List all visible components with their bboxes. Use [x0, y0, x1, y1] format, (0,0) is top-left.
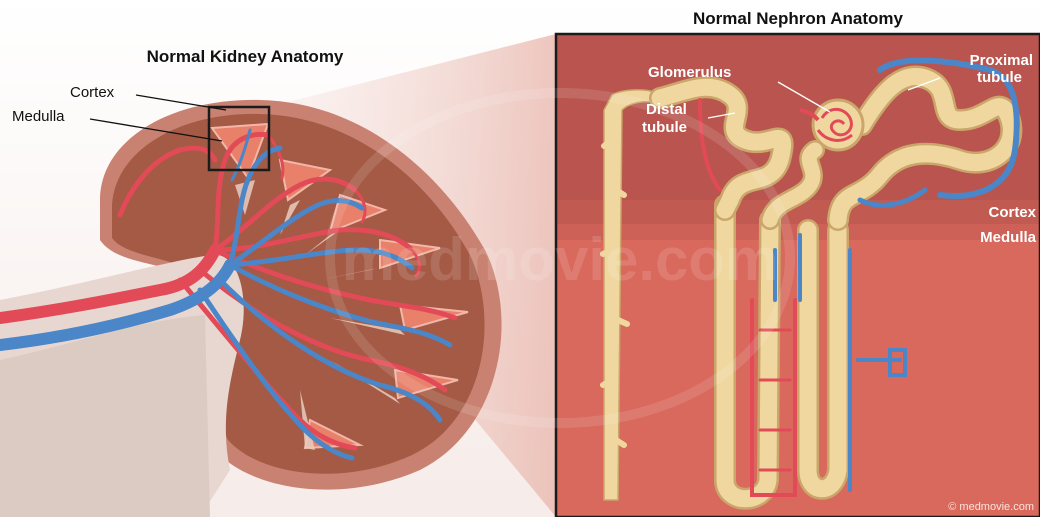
- glomerulus-label: Glomerulus: [648, 64, 731, 81]
- kidney-medulla-label: Medulla: [12, 108, 65, 125]
- proximal-tubule-label-line1: Proximal: [970, 52, 1033, 69]
- proximal-tubule-label-line2: tubule: [977, 69, 1022, 86]
- kidney-title: Normal Kidney Anatomy: [147, 47, 344, 66]
- kidney-cortex-label: Cortex: [70, 84, 115, 101]
- credit-text: © medmovie.com: [948, 501, 1034, 513]
- nephron-title: Normal Nephron Anatomy: [693, 9, 904, 28]
- nephron-medulla-label: Medulla: [980, 229, 1036, 246]
- svg-text:medmovie.com: medmovie.com: [342, 226, 779, 293]
- nephron-cortex-label: Cortex: [988, 204, 1036, 221]
